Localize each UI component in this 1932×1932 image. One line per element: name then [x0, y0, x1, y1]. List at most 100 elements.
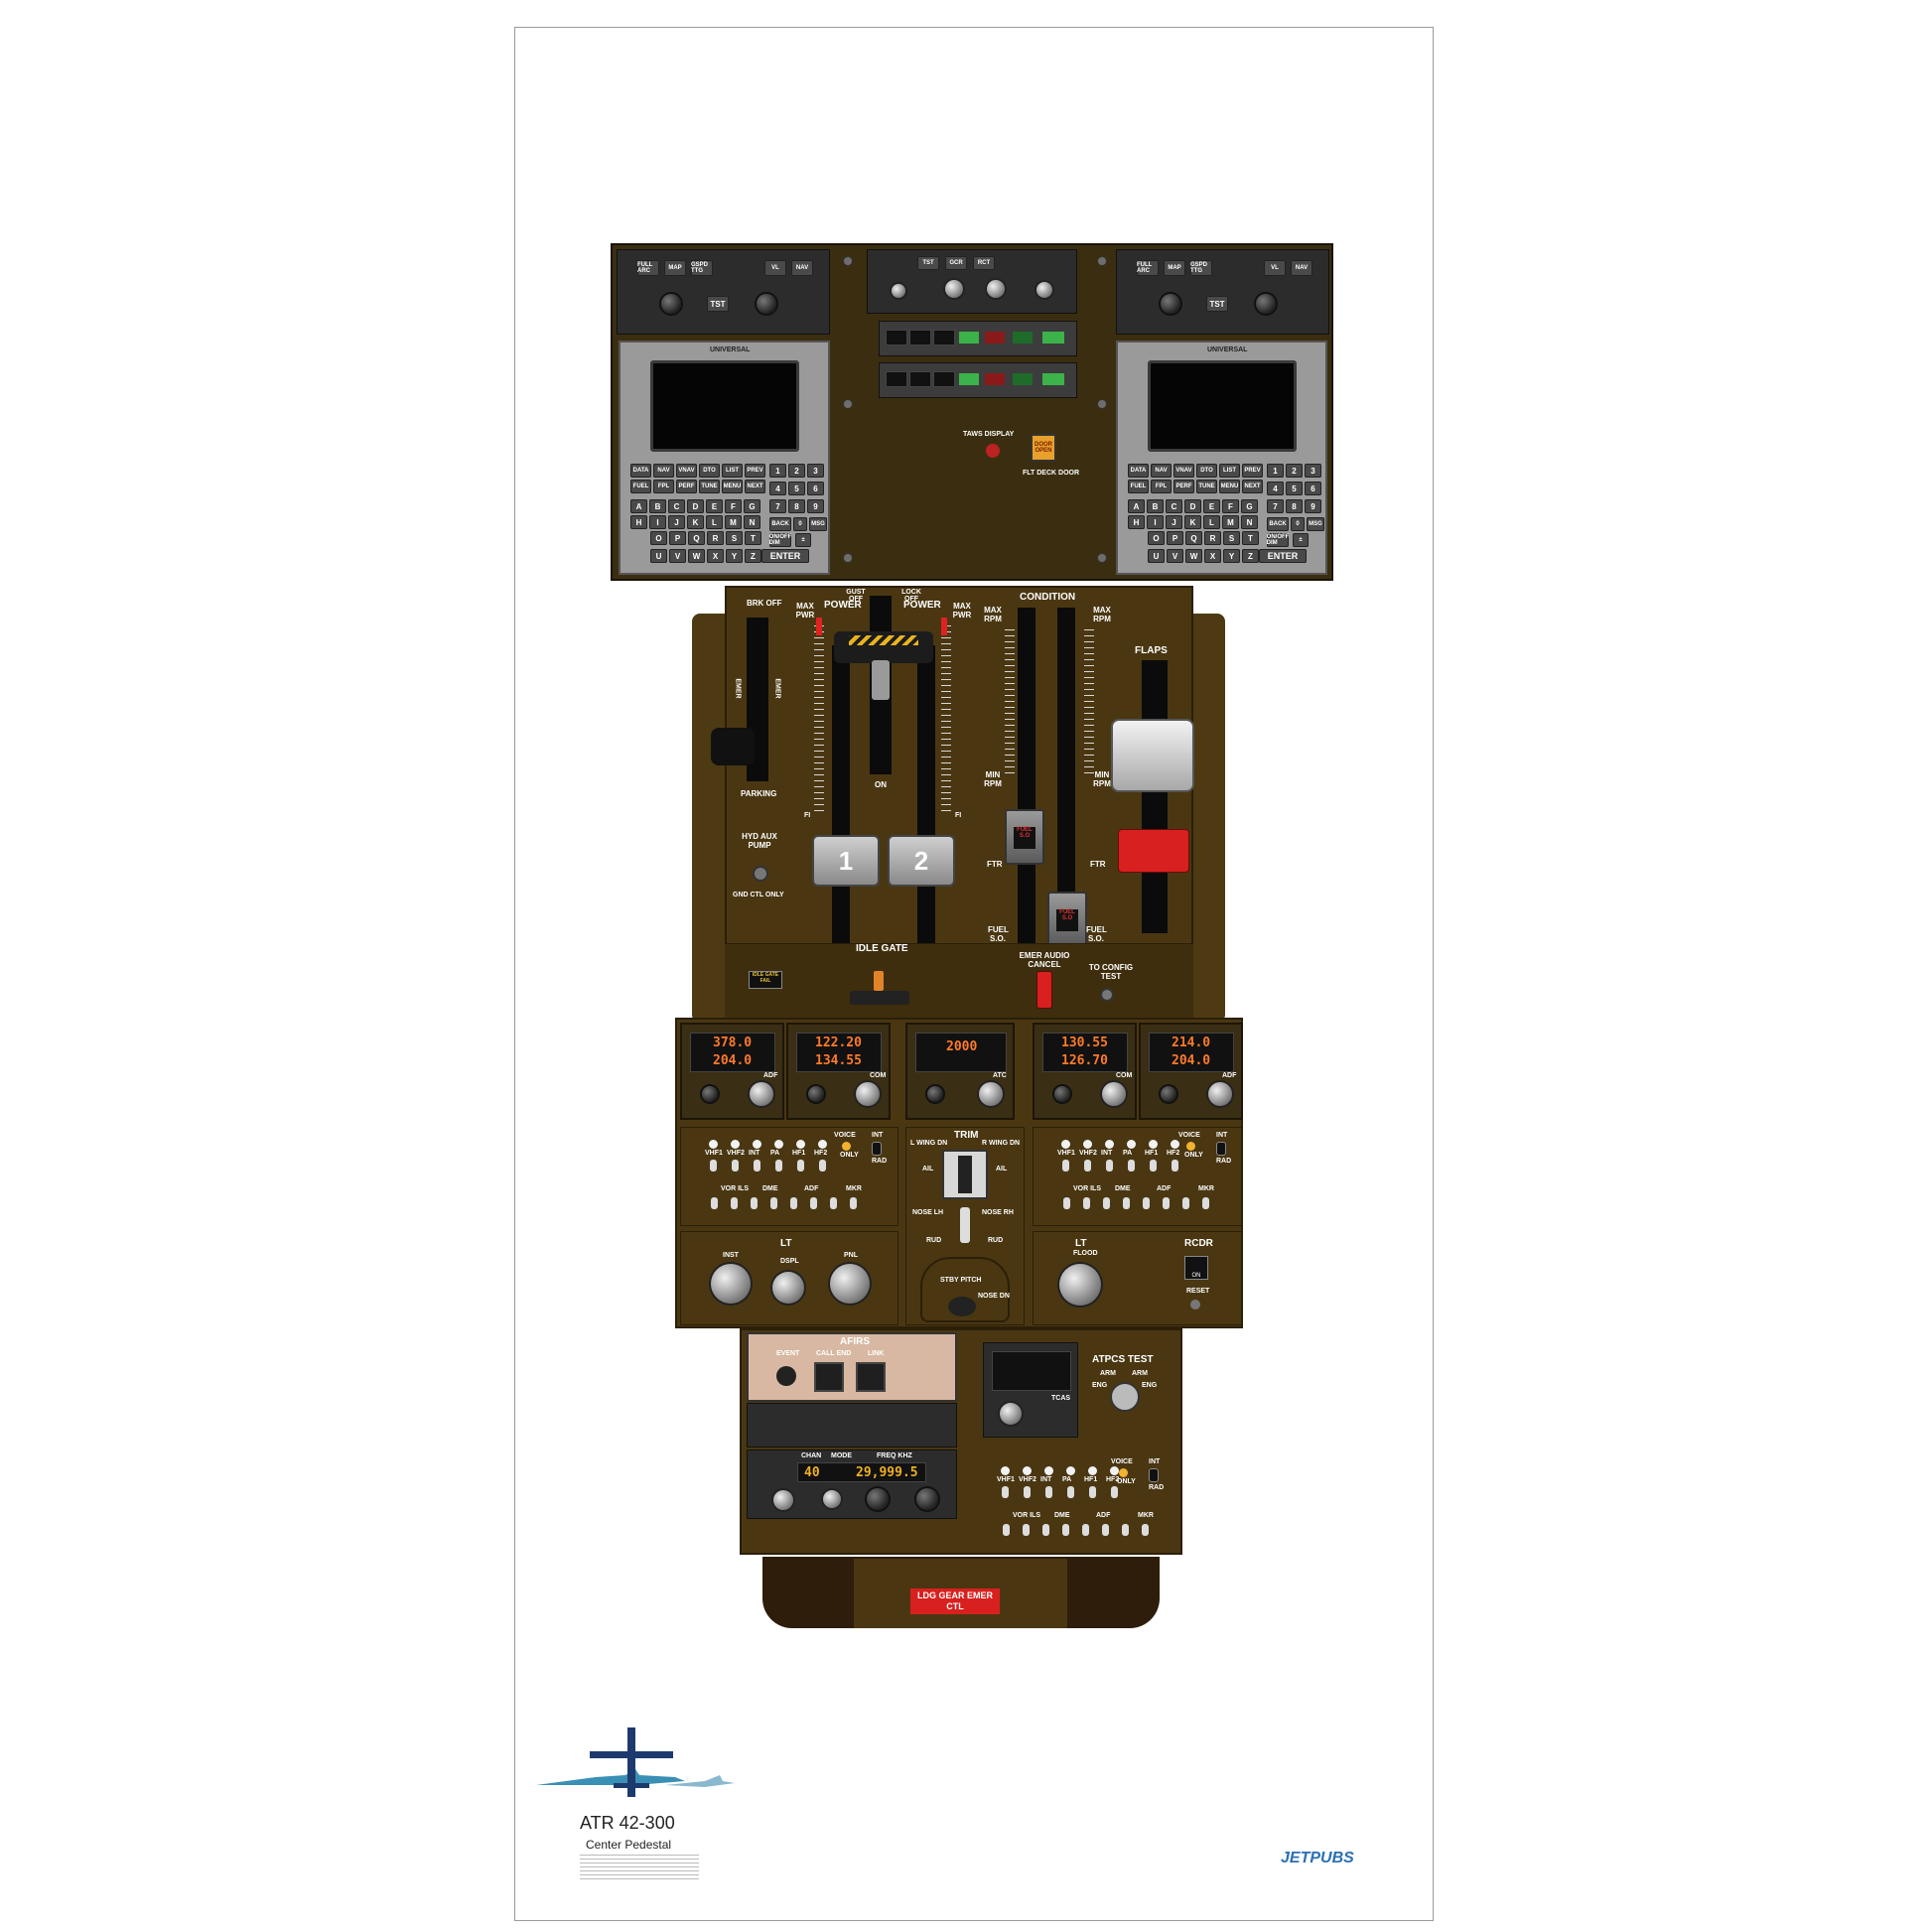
flood-light-knob[interactable] [1059, 1264, 1101, 1306]
rudder-trim-switch[interactable] [960, 1207, 970, 1243]
nav-audio-selector[interactable] [711, 1197, 718, 1209]
rct-button[interactable]: RCT [973, 256, 995, 270]
fms-key-prev[interactable]: PREV [1242, 464, 1263, 478]
fms-key-o[interactable]: O [1148, 531, 1165, 545]
flaps-lock-red[interactable] [1118, 829, 1189, 873]
afirs-link-button[interactable] [856, 1362, 886, 1392]
fms-key-plusminus[interactable]: ± [1293, 533, 1309, 547]
fms-key-j[interactable]: J [668, 515, 685, 529]
fms-key-perf[interactable]: PERF [676, 480, 697, 493]
fms-key-nav[interactable]: NAV [1151, 464, 1172, 478]
fms-key-vnav[interactable]: VNAV [676, 464, 697, 478]
gcr-button[interactable]: GCR [945, 256, 967, 270]
efis-vl-button[interactable]: VL [1264, 260, 1286, 276]
fms-key-dto[interactable]: DTO [1196, 464, 1217, 478]
fms-key-5[interactable]: 5 [1286, 482, 1303, 495]
to-config-test-button[interactable] [1100, 988, 1114, 1002]
adf-left-freq-knob[interactable] [750, 1082, 773, 1106]
fms-key-p[interactable]: P [669, 531, 686, 545]
fms-key-l[interactable]: L [706, 515, 723, 529]
efis-gspd-button[interactable]: GSPD TTG [1190, 260, 1212, 276]
fms-key-dto[interactable]: DTO [699, 464, 720, 478]
fms-key-y[interactable]: Y [1223, 549, 1240, 563]
fms-key-fuel[interactable]: FUEL [1128, 480, 1149, 493]
tilt-knob[interactable] [1036, 282, 1052, 298]
fms-key-p[interactable]: P [1167, 531, 1183, 545]
fms-key-9[interactable]: 9 [807, 499, 824, 513]
fms-key-t[interactable]: T [1242, 531, 1259, 545]
fms-key-o[interactable]: O [650, 531, 667, 545]
fms-key-1[interactable]: 1 [769, 464, 786, 478]
hf-mode-knob[interactable] [916, 1488, 938, 1510]
idle-gate-switch[interactable] [850, 991, 909, 1005]
efis-nav-button[interactable]: NAV [1291, 260, 1312, 276]
fms-key-list[interactable]: LIST [722, 464, 743, 478]
fms-key-h[interactable]: H [630, 515, 647, 529]
fms-key-4[interactable]: 4 [1267, 482, 1284, 495]
audio-pa-selector[interactable] [775, 1160, 782, 1172]
audio-hf2-selector[interactable] [819, 1160, 826, 1172]
efis-nav-button[interactable]: NAV [791, 260, 813, 276]
fms-key-4[interactable]: 4 [769, 482, 786, 495]
fms-key-c[interactable]: C [1166, 499, 1182, 513]
fms-key-k[interactable]: K [687, 515, 704, 529]
range-knob[interactable] [987, 280, 1005, 298]
fms-key-data[interactable]: DATA [1128, 464, 1149, 478]
door-open-button[interactable]: DOOR OPEN [1031, 434, 1056, 462]
fms-key-g[interactable]: G [744, 499, 760, 513]
fms-key-8[interactable]: 8 [1286, 499, 1303, 513]
fms-key-prev[interactable]: PREV [745, 464, 765, 478]
audio-hf1-selector[interactable] [1150, 1160, 1157, 1172]
nav-audio-selector[interactable] [1083, 1197, 1090, 1209]
reset-button[interactable] [1190, 1300, 1200, 1310]
nav-audio-selector[interactable] [1102, 1524, 1109, 1536]
fms-key-q[interactable]: Q [688, 531, 705, 545]
efis-gspd-button[interactable]: GSPD TTG [691, 260, 713, 276]
fms-key-6[interactable]: 6 [1305, 482, 1321, 495]
audio-pa-selector[interactable] [1128, 1160, 1135, 1172]
dspl-light-knob[interactable] [772, 1272, 804, 1304]
rcdr-on-button[interactable]: ON [1184, 1256, 1208, 1280]
fms-key-v[interactable]: V [669, 549, 686, 563]
fms-key-0[interactable]: 0 [793, 517, 807, 531]
fms-key-7[interactable]: 7 [769, 499, 786, 513]
efis-right-selector-knob[interactable] [1256, 294, 1276, 314]
mode-knob[interactable] [945, 280, 963, 298]
fms-key-8[interactable]: 8 [788, 499, 805, 513]
fms-key-e[interactable]: E [706, 499, 723, 513]
gust-lock-handle[interactable] [834, 631, 933, 663]
nav-audio-selector[interactable] [1023, 1524, 1030, 1536]
fms-key-next[interactable]: NEXT [1242, 480, 1263, 493]
fms-key-7[interactable]: 7 [1267, 499, 1284, 513]
audio-pa-selector[interactable] [1067, 1486, 1074, 1498]
fms-key-j[interactable]: J [1166, 515, 1182, 529]
fms-key-n[interactable]: N [1241, 515, 1258, 529]
efis-full-arc-button[interactable]: FULL ARC [1137, 260, 1159, 276]
fms-key-vnav[interactable]: VNAV [1173, 464, 1194, 478]
fms-key-v[interactable]: V [1167, 549, 1183, 563]
parking-brake-handle[interactable] [711, 728, 755, 765]
fms-key-g[interactable]: G [1241, 499, 1258, 513]
efis-test-button[interactable]: TST [1206, 296, 1228, 312]
int-rad-switch[interactable] [1149, 1468, 1159, 1482]
fms-key-1[interactable]: 1 [1267, 464, 1284, 478]
atpcs-test-switch[interactable] [1110, 1382, 1140, 1412]
fms-key-enter[interactable]: ENTER [761, 549, 809, 563]
fms-key-z[interactable]: Z [1242, 549, 1259, 563]
fms-key-h[interactable]: H [1128, 515, 1145, 529]
fms-key-w[interactable]: W [688, 549, 705, 563]
ldg-gear-emer-ctl-placard[interactable]: LDG GEAR EMER CTL [910, 1588, 1000, 1614]
efis-left-selector-knob[interactable] [661, 294, 681, 314]
efis-left-selector-knob[interactable] [1161, 294, 1180, 314]
audio-hf2-selector[interactable] [1172, 1160, 1178, 1172]
nav-audio-selector[interactable] [1123, 1197, 1130, 1209]
efis-test-button[interactable]: TST [707, 296, 729, 312]
audio-int-selector[interactable] [754, 1160, 760, 1172]
efis-map-button[interactable]: MAP [1164, 260, 1185, 276]
audio-vhf2-selector[interactable] [1084, 1160, 1091, 1172]
fms-key-e[interactable]: E [1203, 499, 1220, 513]
audio-vhf1-selector[interactable] [710, 1160, 717, 1172]
fms-key-b[interactable]: B [1147, 499, 1164, 513]
audio-hf1-selector[interactable] [1089, 1486, 1096, 1498]
nav-audio-selector[interactable] [1042, 1524, 1049, 1536]
